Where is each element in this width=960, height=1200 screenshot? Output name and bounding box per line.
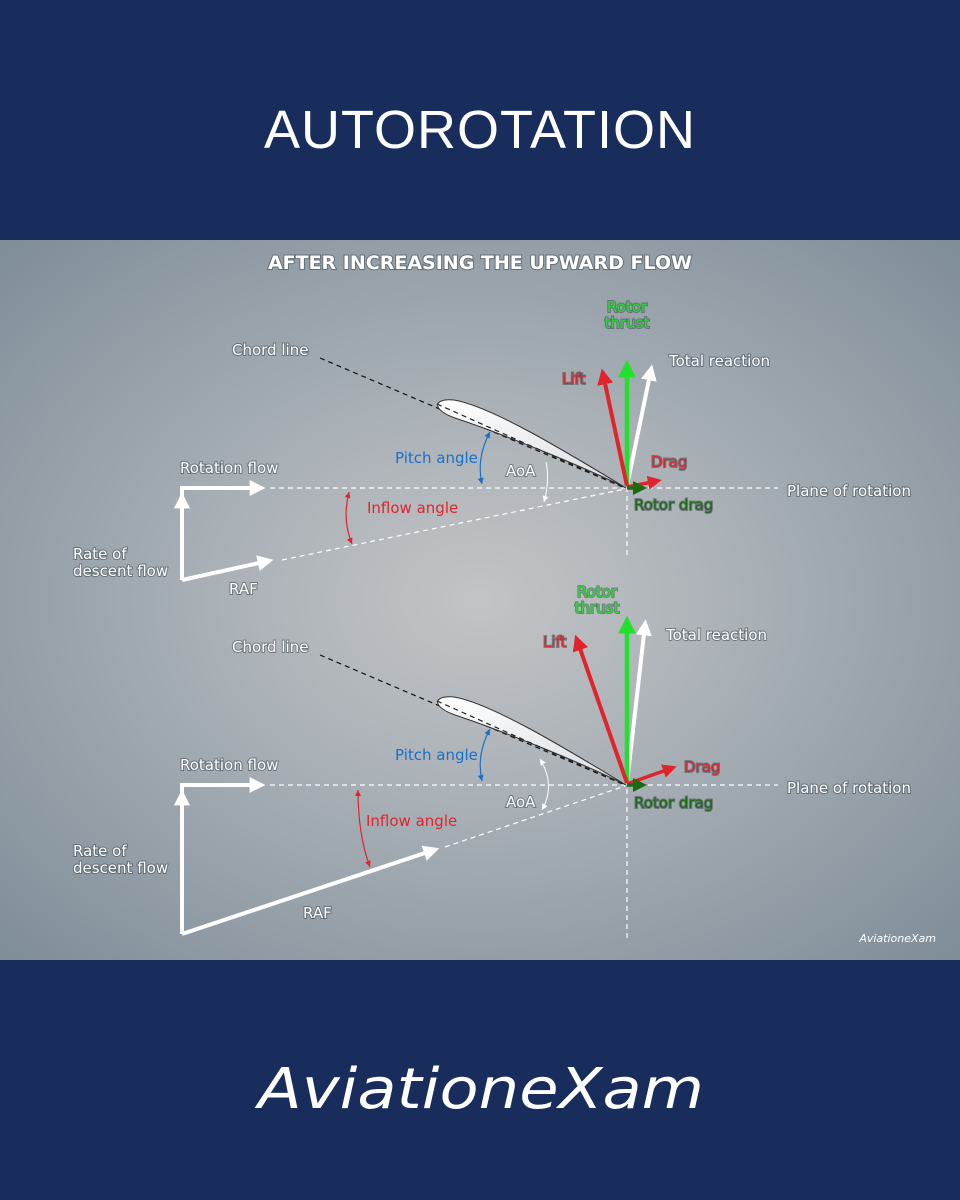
diagram-1: Chord line Rotor thrust Total reaction L… (72, 297, 912, 599)
footer-banner: AviationeXam (0, 960, 960, 1200)
rate-of-descent-label-2: descent flow (73, 859, 168, 877)
lift-arrow (597, 368, 629, 487)
header-banner: AUTOROTATION (0, 0, 960, 240)
aoa-arc (539, 758, 549, 811)
autorotation-diagram: AFTER INCREASING THE UPWARD FLOW (72, 251, 936, 945)
rate-of-descent-label-2: descent flow (73, 562, 168, 580)
rotor-drag-label: Rotor drag (634, 496, 713, 514)
drag-label: Drag (651, 453, 687, 471)
raf-arrow (181, 555, 274, 582)
chord-line-label: Chord line (232, 341, 308, 359)
inflow-angle-arc (344, 491, 353, 545)
rotation-flow-label: Rotation flow (180, 756, 278, 774)
diagram-panel: AFTER INCREASING THE UPWARD FLOW (0, 240, 960, 960)
raf-arrow (181, 845, 440, 936)
lift-arrow (572, 634, 629, 784)
rate-of-descent-label-1: Rate of (73, 842, 127, 860)
aoa-arc (542, 461, 549, 503)
aoa-label: AoA (506, 462, 536, 480)
drag-arrow (626, 475, 662, 490)
plane-of-rotation-label: Plane of rotation (787, 779, 911, 797)
inflow-angle-label: Inflow angle (367, 499, 458, 517)
inflow-angle-label: Inflow angle (366, 812, 457, 830)
watermark: AviationeXam (858, 932, 936, 945)
rotor-thrust-label-1: Rotor (607, 298, 648, 316)
airfoil (437, 696, 627, 786)
total-reaction-label: Total reaction (668, 352, 770, 370)
plane-of-rotation-label: Plane of rotation (787, 482, 911, 500)
diagram-2: Chord line Rotor thrust Total reaction L… (72, 582, 912, 940)
drag-arrow (626, 764, 677, 786)
logo-text: AviationeXam (255, 1057, 704, 1122)
rotor-thrust-label-1: Rotor (577, 583, 618, 601)
lift-label: Lift (562, 370, 586, 388)
page-title: AUTOROTATION (263, 100, 696, 160)
pitch-angle-arc (477, 728, 491, 782)
rotor-thrust-label-2: thrust (605, 314, 650, 332)
rotation-flow-label: Rotation flow (180, 459, 278, 477)
pitch-angle-arc (477, 431, 491, 485)
inflow-angle-arc (355, 789, 371, 868)
chord-line-label: Chord line (232, 638, 308, 656)
rotor-thrust-label-2: thrust (575, 599, 620, 617)
panel-subtitle: AFTER INCREASING THE UPWARD FLOW (268, 252, 692, 274)
total-reaction-arrow (625, 619, 652, 784)
total-reaction-arrow (625, 364, 657, 487)
lift-label: Lift (543, 633, 567, 651)
pitch-angle-label: Pitch angle (395, 746, 478, 764)
rotor-drag-label: Rotor drag (634, 794, 713, 812)
brand-logo: AviationeXam (255, 1057, 704, 1122)
aoa-label: AoA (506, 793, 536, 811)
total-reaction-label: Total reaction (665, 626, 767, 644)
raf-label: RAF (229, 580, 258, 598)
rate-of-descent-label-1: Rate of (73, 545, 127, 563)
pitch-angle-label: Pitch angle (395, 449, 478, 467)
drag-label: Drag (684, 758, 720, 776)
raf-label: RAF (303, 904, 332, 922)
